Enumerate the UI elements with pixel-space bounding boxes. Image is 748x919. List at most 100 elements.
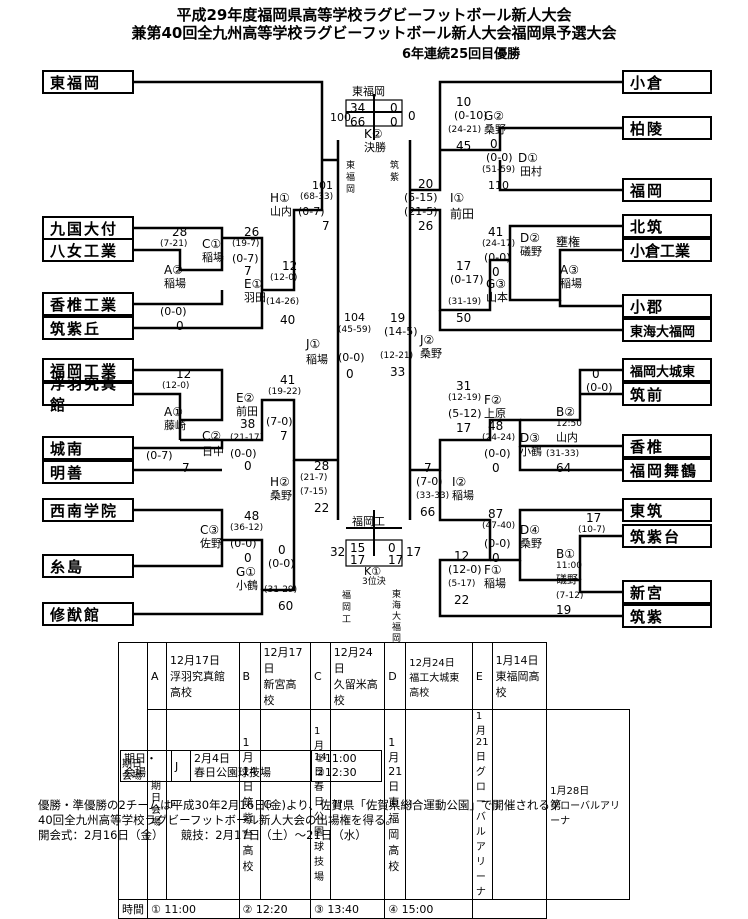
venue: 山内	[270, 205, 292, 218]
half: (33-33)	[416, 491, 450, 501]
half: (0-10)	[454, 109, 488, 122]
half: (7-21)	[160, 239, 188, 249]
final-left-half2: 66	[350, 115, 366, 129]
half: (12-0)	[270, 273, 298, 283]
match-label: D①	[518, 151, 538, 165]
team-left-12: 修猷館	[42, 602, 134, 626]
score: 0	[346, 367, 354, 381]
team-right-1: 小倉	[622, 70, 712, 94]
score: 45	[456, 139, 472, 153]
score: 12	[282, 259, 298, 273]
score: 64	[556, 461, 572, 475]
half: (0-0)	[486, 151, 513, 164]
team-right-2: 柏陵	[622, 116, 712, 140]
score: 0	[492, 461, 500, 475]
score: 66	[420, 505, 436, 519]
half: (0-7)	[298, 205, 325, 218]
half: (0-0)	[484, 447, 511, 460]
venue: 稲場	[484, 577, 506, 590]
score: 7	[322, 219, 330, 233]
half: (7-0)	[416, 475, 443, 488]
team-right-5: 小倉工業	[622, 238, 712, 262]
final-label: K②	[364, 127, 383, 141]
score: 17	[456, 421, 472, 435]
team-right-14: 新宮	[622, 580, 712, 604]
venue: 上原	[484, 407, 506, 420]
third-left-half2: 17	[350, 553, 366, 567]
half: (0-0)	[484, 251, 511, 264]
venue: 礒野	[520, 245, 542, 258]
venue: 桑野	[270, 489, 292, 502]
schedule-cell: 12月24日久留米高校	[329, 642, 386, 710]
half: (68-33)	[300, 192, 334, 202]
half: (0-0)	[268, 557, 295, 570]
score: 17	[456, 259, 472, 273]
half: (0-7)	[232, 252, 259, 265]
venue: 稲場	[164, 277, 186, 290]
score: 19	[390, 311, 406, 325]
score: 10	[456, 95, 472, 109]
team-left-2: 九国大付	[42, 216, 134, 240]
final-right-score: 0	[408, 109, 416, 123]
score: 12	[176, 367, 192, 381]
score: 0	[490, 137, 498, 151]
venue: 稲場	[202, 251, 224, 264]
venue: 前田	[450, 207, 475, 221]
score: 31	[456, 379, 472, 393]
third-right-vert: 東海大福岡	[392, 590, 402, 644]
half: (31-29)	[264, 585, 298, 595]
score: 101	[312, 179, 333, 192]
third-left-vert: 福岡工	[342, 591, 352, 625]
schedule-cell: 1月14日東福岡高校	[491, 642, 548, 710]
team-right-8: 福岡大城東	[622, 358, 712, 382]
score: 50	[456, 311, 472, 325]
match-label: G③	[486, 277, 507, 291]
half: (7-12)	[556, 591, 584, 601]
third-label: K①	[364, 565, 382, 578]
third-right-half1: 0	[388, 541, 396, 555]
half: (24-17)	[482, 239, 516, 249]
third-right-score: 17	[406, 545, 422, 559]
match-label: J②	[420, 333, 435, 347]
score: 60	[278, 599, 294, 613]
venue: 稲場	[306, 353, 328, 366]
score: 38	[240, 417, 256, 431]
final-left-half1: 34	[350, 101, 366, 115]
score: 0	[176, 319, 184, 333]
score: 0	[492, 265, 500, 279]
score: 22	[454, 593, 470, 607]
match-label: D④	[520, 523, 540, 537]
venue: 藤崎	[164, 419, 186, 432]
match-label: J①	[306, 337, 321, 351]
half: (0-0)	[484, 537, 511, 550]
team-left-3: 八女工業	[42, 238, 134, 262]
venue: 礒野	[556, 573, 578, 586]
half: (5-17)	[448, 579, 476, 589]
half: (24-24)	[482, 433, 516, 443]
score: 7	[244, 264, 252, 278]
match-label: A①	[164, 405, 183, 419]
final-extra: 壅権	[556, 235, 581, 249]
final-right-half2: 0	[390, 115, 398, 129]
title-line1: 平成29年度福岡県高等学校ラグビーフットボール新人大会	[176, 6, 572, 24]
half: (31-33)	[546, 449, 580, 459]
venue: 山本	[486, 291, 508, 304]
team-left-6: 福岡工業	[42, 358, 134, 382]
champion-note: 6年連続25回目優勝	[402, 47, 521, 62]
half: (12-21)	[380, 351, 414, 361]
team-right-15: 筑紫	[622, 604, 712, 628]
score: 0	[244, 459, 252, 473]
half: (7-0)	[266, 415, 293, 428]
half: (36-12)	[230, 523, 264, 533]
match-label: F①	[484, 563, 502, 577]
team-right-10: 香椎	[622, 434, 712, 458]
score: 28	[314, 459, 330, 473]
half: (51-59)	[482, 165, 516, 175]
match-label: I②	[452, 475, 467, 489]
match-label: G①	[236, 565, 257, 579]
match-label: C③	[200, 523, 220, 537]
score: 0	[278, 543, 286, 557]
venue: 佐野	[200, 537, 222, 550]
half: (21-17)	[230, 433, 264, 443]
